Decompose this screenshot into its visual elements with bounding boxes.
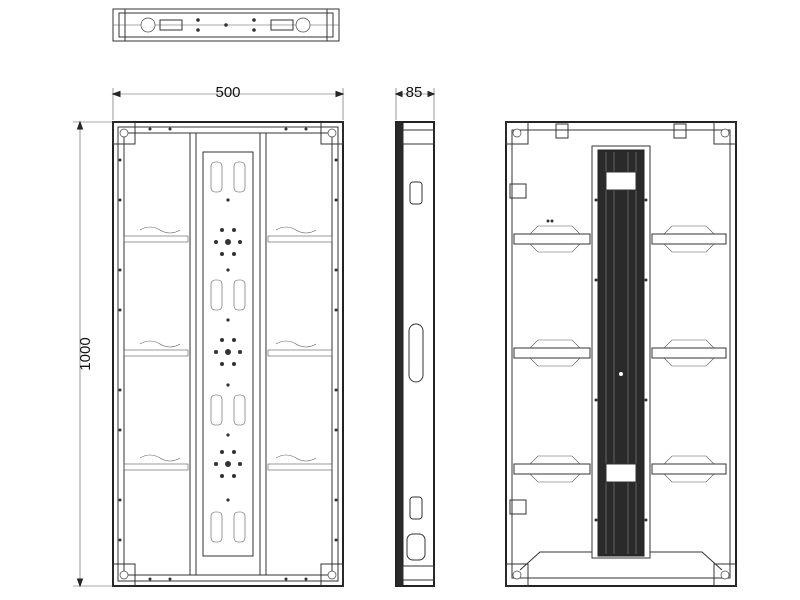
top-left-port-icon: [140, 17, 156, 33]
depth-dimension: [394, 88, 436, 120]
width-label: 500: [215, 84, 240, 101]
side-top-latch-icon: [409, 181, 423, 205]
front-view: [112, 121, 344, 587]
width-dimension: [111, 88, 345, 120]
top-right-port-icon: [295, 17, 311, 33]
side-bottom-latch-icon: [409, 496, 423, 520]
depth-label: 85: [406, 84, 423, 101]
rear-view: [505, 121, 737, 587]
height-dimension: [73, 120, 118, 588]
side-handle-icon: [408, 323, 424, 383]
top-view: [112, 8, 340, 42]
side-view: [395, 121, 435, 587]
height-label: 1000: [77, 337, 94, 370]
rear-bottom-latch-icon: [509, 499, 527, 515]
rear-top-latch-icon: [509, 183, 527, 199]
